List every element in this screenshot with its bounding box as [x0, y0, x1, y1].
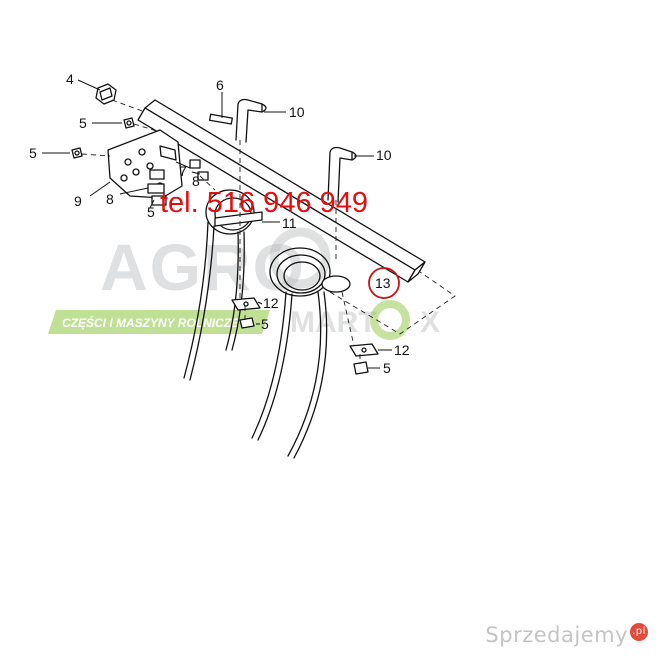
- screw-6: [208, 113, 233, 125]
- callout-5-lower-right: 5: [383, 360, 391, 376]
- callout-12-right: 12: [394, 342, 410, 358]
- watermark-brand-x: X: [420, 306, 440, 339]
- agromartex-watermark: AGRO CZĘŚCI I MASZYNY ROLNICZE MART X: [48, 227, 440, 340]
- callout-13-highlight-circle: [368, 267, 400, 299]
- beam-end-cap: [95, 83, 117, 105]
- spring-tine-left: [183, 189, 255, 381]
- callout-4: 4: [66, 71, 74, 87]
- callout-8-left: 8: [106, 191, 114, 207]
- site-watermark-badge: .pl: [630, 623, 648, 641]
- callout-5-lower-left: 5: [261, 316, 269, 332]
- callout-leader-lines: [42, 79, 392, 369]
- sprzedajemy-watermark: Sprzedajemy.pl: [485, 623, 648, 647]
- callout-7: 7: [179, 163, 187, 179]
- watermark-green-ring: [370, 300, 410, 340]
- watermark-banner: [48, 310, 270, 334]
- clamp-washer-left: [231, 297, 261, 311]
- callout-9: 9: [74, 193, 82, 209]
- watermark-brand-right: MART: [290, 306, 377, 339]
- callout-8-right: 8: [192, 173, 200, 189]
- seller-phone-overlay: tel. 516 946 949: [160, 187, 368, 219]
- callout-12-left: 12: [263, 295, 279, 311]
- nut-right-lower: [353, 361, 369, 375]
- u-bolt-left: [235, 98, 267, 143]
- watermark-o-ring: [269, 227, 331, 289]
- tine-clamp-right: [321, 275, 351, 293]
- assembly-guide-lines: [81, 99, 456, 364]
- callout-5-left: 5: [29, 145, 37, 161]
- clamp-washer-right: [349, 343, 379, 357]
- callout-11: 11: [282, 215, 297, 231]
- tine-clamp-left: [214, 211, 263, 227]
- watermark-banner-text: CZĘŚCI I MASZYNY ROLNICZE: [62, 315, 240, 330]
- callout-10-mid: 10: [376, 147, 392, 163]
- callout-10-top: 10: [289, 104, 305, 120]
- callout-5-plate: 5: [147, 204, 155, 220]
- main-beam: [137, 99, 426, 283]
- callout-13: 13: [375, 275, 391, 291]
- spring-tine-right: [251, 247, 331, 459]
- site-watermark-text: Sprzedajemy: [485, 623, 628, 647]
- nut-bolt-hardware: [71, 117, 209, 206]
- callout-6: 6: [216, 77, 224, 93]
- nut-left-lower: [239, 317, 255, 329]
- callout-5-top: 5: [79, 115, 87, 131]
